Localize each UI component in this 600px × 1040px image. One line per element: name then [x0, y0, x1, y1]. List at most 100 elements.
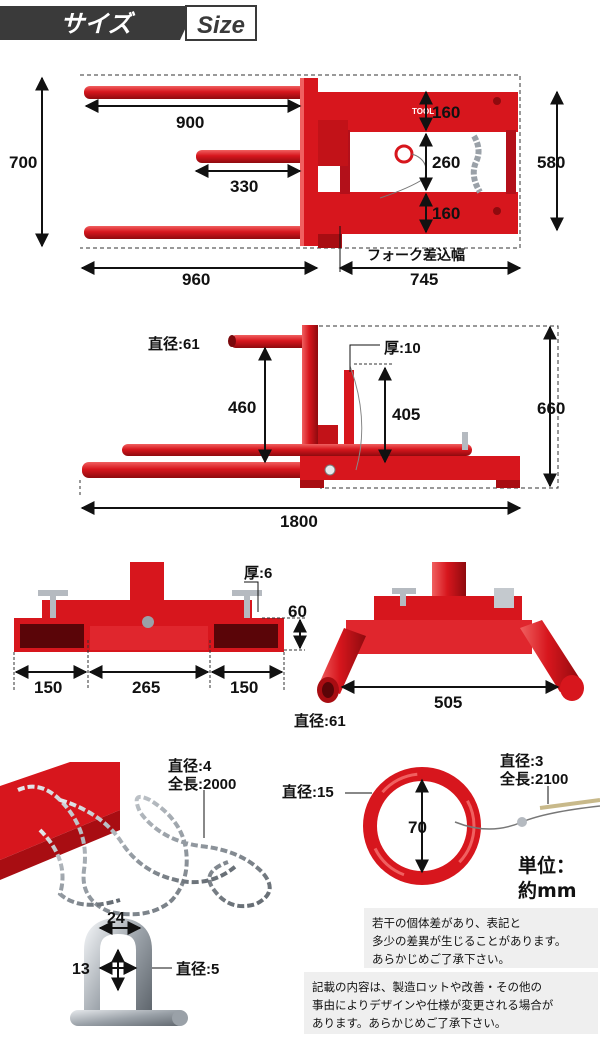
- note-variance-line1: 若干の個体差があり、表記と: [372, 916, 522, 930]
- top-fork-insert-label: フォーク差込幅: [367, 247, 465, 263]
- top-pocket-upper: [318, 92, 518, 132]
- front-tbolt-left: [50, 594, 56, 618]
- top-fork-lower: [84, 226, 309, 239]
- front-pocket-right: [214, 624, 278, 648]
- wire-diameter-label: 直径:3: [500, 752, 543, 770]
- top-side-rail-right: [506, 130, 516, 194]
- persp-pipe-right-end: [560, 675, 584, 701]
- wire-clamp: [517, 817, 527, 827]
- top-view-dashed-outline: [80, 74, 521, 249]
- side-base-frame: [300, 456, 520, 480]
- side-tbolt: [462, 432, 468, 450]
- top-hinge-block: [318, 120, 348, 166]
- note-design-change: 記載の内容は、製造ロットや改善・その他の 事由によりデザインや仕様が変更される場…: [304, 972, 598, 1034]
- front-tbolt-left-head: [38, 590, 68, 596]
- top-short-fork-label: 330: [230, 177, 258, 196]
- top-main-post: [300, 78, 318, 246]
- wire-rope-end: [539, 798, 600, 810]
- top-length-label: 960: [182, 270, 210, 289]
- top-pocket-bottom-label: 160: [432, 204, 460, 223]
- persp-spacing-label: 505: [434, 693, 462, 712]
- front-thickness-leader: [244, 581, 259, 612]
- top-height-label: 700: [9, 153, 37, 172]
- front-middle-plate: [90, 626, 208, 650]
- note-design-line3: あります。あらかじめご了承下さい。: [312, 1016, 507, 1030]
- side-foot-right: [496, 480, 520, 488]
- chain-frame-edge: [0, 810, 120, 880]
- persp-diameter-label: 直径:61: [294, 712, 346, 730]
- side-main-post: [302, 325, 318, 475]
- front-middle-width-label: 265: [132, 678, 160, 697]
- side-top-fork: [230, 335, 308, 348]
- side-thickness-leader: [349, 344, 380, 372]
- unit-label-line1: 単位：: [518, 855, 576, 877]
- header-title-en: Size: [197, 12, 245, 39]
- header-bar: [0, 6, 196, 40]
- front-pocket-left: [20, 624, 84, 648]
- side-fork-end: [228, 335, 236, 347]
- perspective-view: 505 直径:61: [294, 562, 584, 730]
- side-pin: [324, 464, 336, 476]
- chain-length-label: 全長:2000: [167, 775, 236, 793]
- shackle-view: 24 13 直径:5: [70, 910, 219, 1026]
- unit-label: 単位： 約mm: [518, 854, 598, 904]
- front-top-beam: [42, 600, 252, 620]
- ring-inner-label: 70: [408, 818, 427, 837]
- front-right-width-label: 150: [230, 678, 258, 697]
- side-view: 直径:61 厚:10 460 405 660 1800: [79, 325, 565, 531]
- note-design-line1: 記載の内容は、製造ロットや改善・その他の: [312, 980, 542, 994]
- side-foot-left: [300, 480, 324, 488]
- top-pocket-gap-label: 260: [432, 153, 460, 172]
- side-thin-post: [344, 370, 354, 460]
- top-main-post-highlight: [300, 78, 304, 246]
- persp-tbolt-head: [392, 588, 416, 594]
- front-view: 厚:6 60 150 265 150: [13, 562, 307, 697]
- top-bolt-lower: [493, 207, 501, 215]
- side-wire: [349, 365, 363, 471]
- note-variance-line3: あらかじめご了承下さい。: [372, 952, 510, 966]
- side-height-label: 660: [537, 399, 565, 418]
- top-fork-length-label: 900: [176, 113, 204, 132]
- shackle-diameter-label: 直径:5: [176, 960, 219, 978]
- top-brand-mark: TOOL: [412, 107, 434, 116]
- shackle-inner-label: 13: [72, 961, 90, 978]
- front-pocket-height-label: 60: [288, 602, 307, 621]
- side-fork-height-label: 460: [228, 398, 256, 417]
- note-design-line2: 事由によりデザインや仕様が変更される場合が: [312, 998, 554, 1012]
- header: サイズ Size: [0, 5, 257, 41]
- side-thickness-label: 厚:10: [384, 340, 421, 357]
- top-chain: [470, 134, 483, 194]
- shackle-width-label: 24: [107, 910, 125, 927]
- side-view-dashed-outline: [305, 325, 559, 489]
- chain-links: [17, 784, 272, 917]
- persp-chain-box: [494, 588, 514, 608]
- top-fork-upper: [84, 86, 309, 99]
- persp-pipe-right: [520, 620, 582, 692]
- header-en-box: [185, 5, 257, 41]
- front-left-width-label: 150: [34, 678, 62, 697]
- side-diameter-label: 直径:61: [148, 335, 200, 353]
- ring-diameter-label: 直径:15: [282, 783, 334, 801]
- front-tbolt-right-head: [232, 590, 262, 596]
- note-variance-line2: 多少の差異が生じることがあります。: [372, 934, 567, 948]
- ring-view: 直径:15 70 直径:3 全長:2100: [282, 752, 600, 885]
- top-view: TOOL 700 900 330 960 745 フォーク差込幅 160 260…: [9, 74, 565, 289]
- ring-highlight: [368, 772, 476, 880]
- persp-frame: [346, 620, 532, 654]
- top-width-label: 745: [410, 270, 438, 289]
- top-ring: [394, 144, 414, 164]
- chain-view: 直径:4 全長:2000: [0, 757, 272, 917]
- top-pocket-top-label: 160: [432, 103, 460, 122]
- side-post-height-label: 405: [392, 405, 420, 424]
- header-title: サイズ: [60, 11, 135, 38]
- shackle-pin-head: [172, 1010, 188, 1026]
- persp-tbolt: [400, 592, 406, 606]
- top-fork-short: [196, 150, 309, 163]
- wire-length-label: 全長:2100: [499, 770, 568, 788]
- unit-label-line2: 約mm: [518, 880, 577, 902]
- top-frame-height-label: 580: [537, 153, 565, 172]
- front-shackle: [142, 616, 154, 628]
- top-base-block: [318, 234, 342, 248]
- top-pocket-lower: [318, 192, 518, 234]
